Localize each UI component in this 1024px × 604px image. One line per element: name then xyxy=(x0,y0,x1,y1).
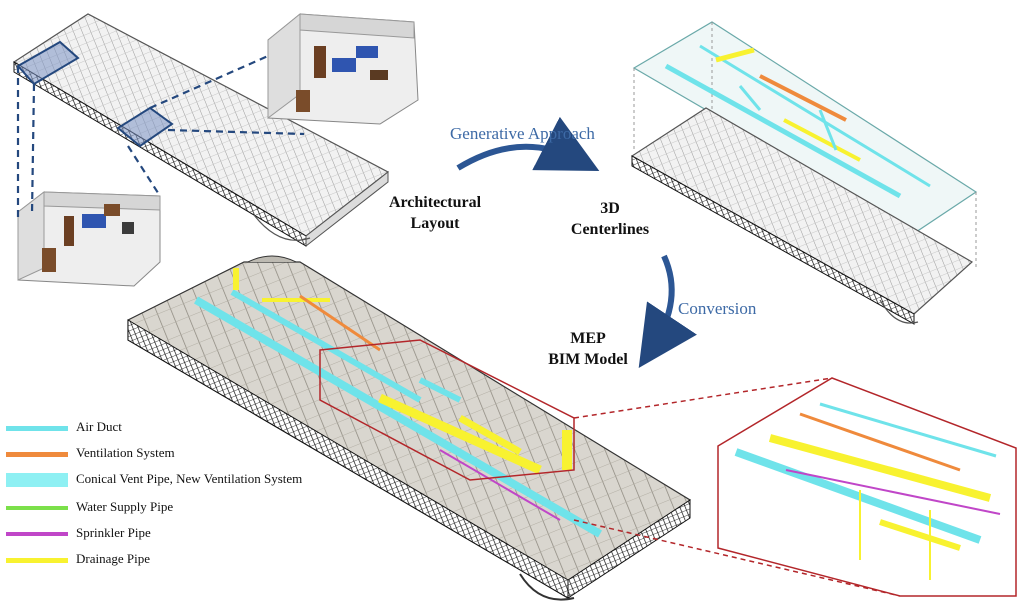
legend-swatch xyxy=(6,425,68,431)
legend-label: Conical Vent Pipe, New Ventilation Syste… xyxy=(76,471,303,486)
callout-leaders xyxy=(16,54,305,218)
mep-bim-label: MEP BIM Model xyxy=(528,328,648,370)
architectural-layout-label: Architectural Layout xyxy=(370,192,500,234)
generative-approach-label: Generative Approach xyxy=(450,124,595,143)
legend-item: Ventilation System xyxy=(4,444,334,464)
legend-swatch xyxy=(6,532,68,536)
legend-item: Drainage Pipe xyxy=(4,550,334,570)
legend-swatch xyxy=(6,506,68,510)
centerlines-line-2: Centerlines xyxy=(570,221,650,238)
centerlines-line-1: 3D xyxy=(600,200,620,217)
architectural-line-1: Architectural xyxy=(388,194,482,211)
legend-item: Air Duct xyxy=(4,418,334,438)
legend-label: Ventilation System xyxy=(76,445,175,460)
legend-label: Drainage Pipe xyxy=(76,551,151,566)
legend-item: Water Supply Pipe xyxy=(4,498,334,518)
room-callout-top xyxy=(267,12,419,125)
legend-swatch xyxy=(6,473,68,487)
legend-swatch xyxy=(6,451,68,457)
generative-arrow xyxy=(456,116,600,172)
legend-item: Sprinkler Pipe xyxy=(4,524,334,544)
mep-zoom-detail xyxy=(573,377,1017,597)
conversion-arrow xyxy=(638,254,697,368)
mep-bim-model xyxy=(127,255,692,601)
architectural-layout-model xyxy=(12,13,390,248)
legend-label: Water Supply Pipe xyxy=(76,499,174,514)
mep-line-2: BIM Model xyxy=(548,351,628,368)
conversion-label: Conversion xyxy=(678,299,757,318)
legend-label: Sprinkler Pipe xyxy=(76,525,151,540)
legend-swatch xyxy=(6,557,68,563)
legend-item: Conical Vent Pipe, New Ventilation Syste… xyxy=(4,470,334,490)
centerlines-label: 3D Centerlines xyxy=(560,198,660,240)
mep-line-1: MEP xyxy=(570,330,606,347)
centerlines-model xyxy=(630,21,978,325)
legend-label: Air Duct xyxy=(76,419,122,434)
architectural-line-2: Layout xyxy=(410,215,460,232)
room-callout-bottom xyxy=(17,190,161,287)
